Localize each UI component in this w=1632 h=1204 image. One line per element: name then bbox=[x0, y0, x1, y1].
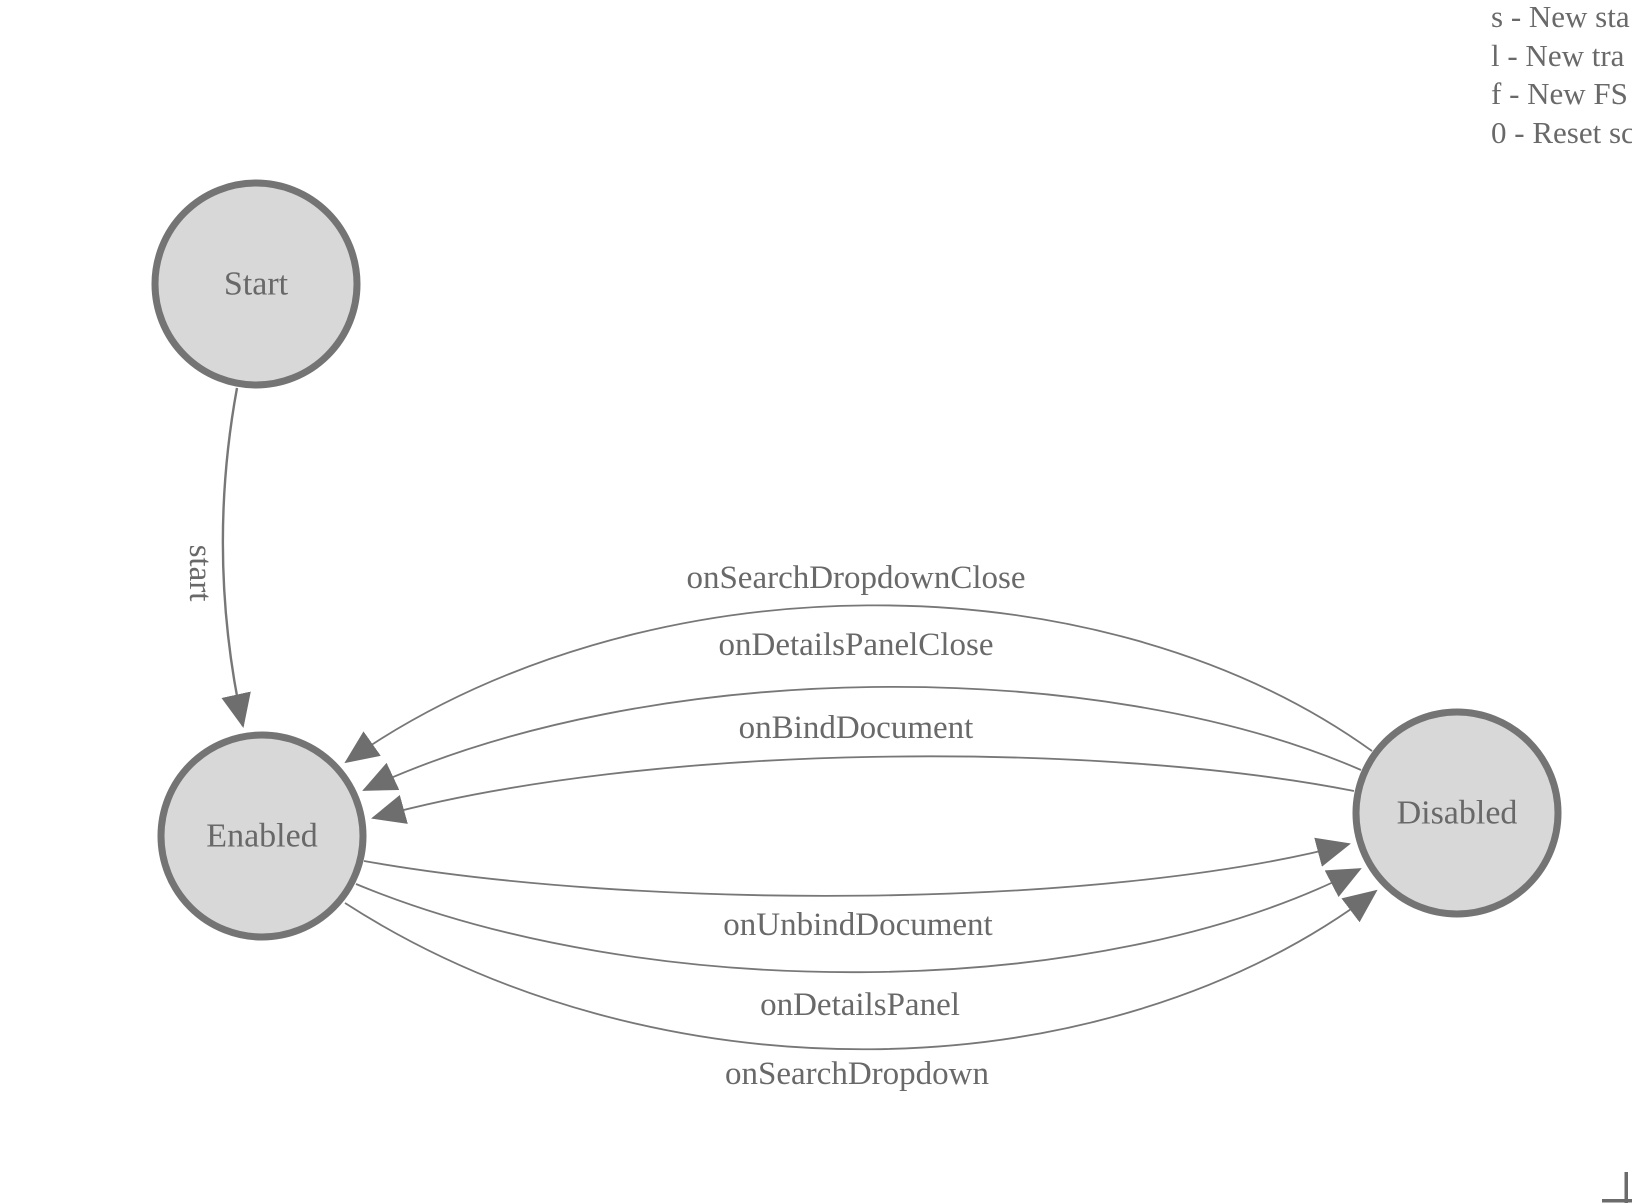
transition-label-ondetailspanel: onDetailsPanel bbox=[760, 987, 960, 1023]
transition-ondetailspanel[interactable] bbox=[355, 868, 1362, 974]
transition-label-start: start bbox=[182, 545, 218, 602]
transition-start[interactable] bbox=[221, 387, 251, 728]
transition-label-onbinddocument: onBindDocument bbox=[739, 710, 974, 746]
legend-line: l - New tra bbox=[1491, 37, 1625, 73]
transition-onsearchdropdownclose[interactable] bbox=[344, 604, 1373, 764]
canvas-corner-mark bbox=[1602, 1172, 1632, 1203]
transition-onbinddocument[interactable] bbox=[371, 755, 1355, 824]
state-circle-enabled[interactable] bbox=[157, 731, 367, 941]
hotkey-legend: s - New sta l - New tra f - New FS 0 - R… bbox=[1491, 0, 1632, 152]
state-label-disabled: Disabled bbox=[1397, 795, 1518, 832]
transition-label-ondetailspanelclose: onDetailsPanelClose bbox=[719, 627, 994, 663]
transition-label-onunbinddocument: onUnbindDocument bbox=[723, 907, 992, 943]
state-label-start: Start bbox=[224, 266, 289, 303]
legend-line: s - New sta bbox=[1491, 0, 1630, 34]
transition-label-onsearchdropdownclose: onSearchDropdownClose bbox=[686, 560, 1025, 596]
transition-label-onsearchdropdown: onSearchDropdown bbox=[725, 1056, 989, 1092]
transition-onsearchdropdown[interactable] bbox=[344, 889, 1378, 1051]
state-label-enabled: Enabled bbox=[206, 818, 317, 855]
transition-ondetailspanelclose[interactable] bbox=[362, 685, 1362, 791]
state-circle-start[interactable] bbox=[151, 179, 361, 389]
legend-line: f - New FS bbox=[1491, 76, 1628, 111]
state-circle-disabled[interactable] bbox=[1352, 708, 1562, 918]
legend-line: 0 - Reset sc bbox=[1491, 114, 1632, 150]
transition-onunbinddocument[interactable] bbox=[363, 837, 1351, 897]
